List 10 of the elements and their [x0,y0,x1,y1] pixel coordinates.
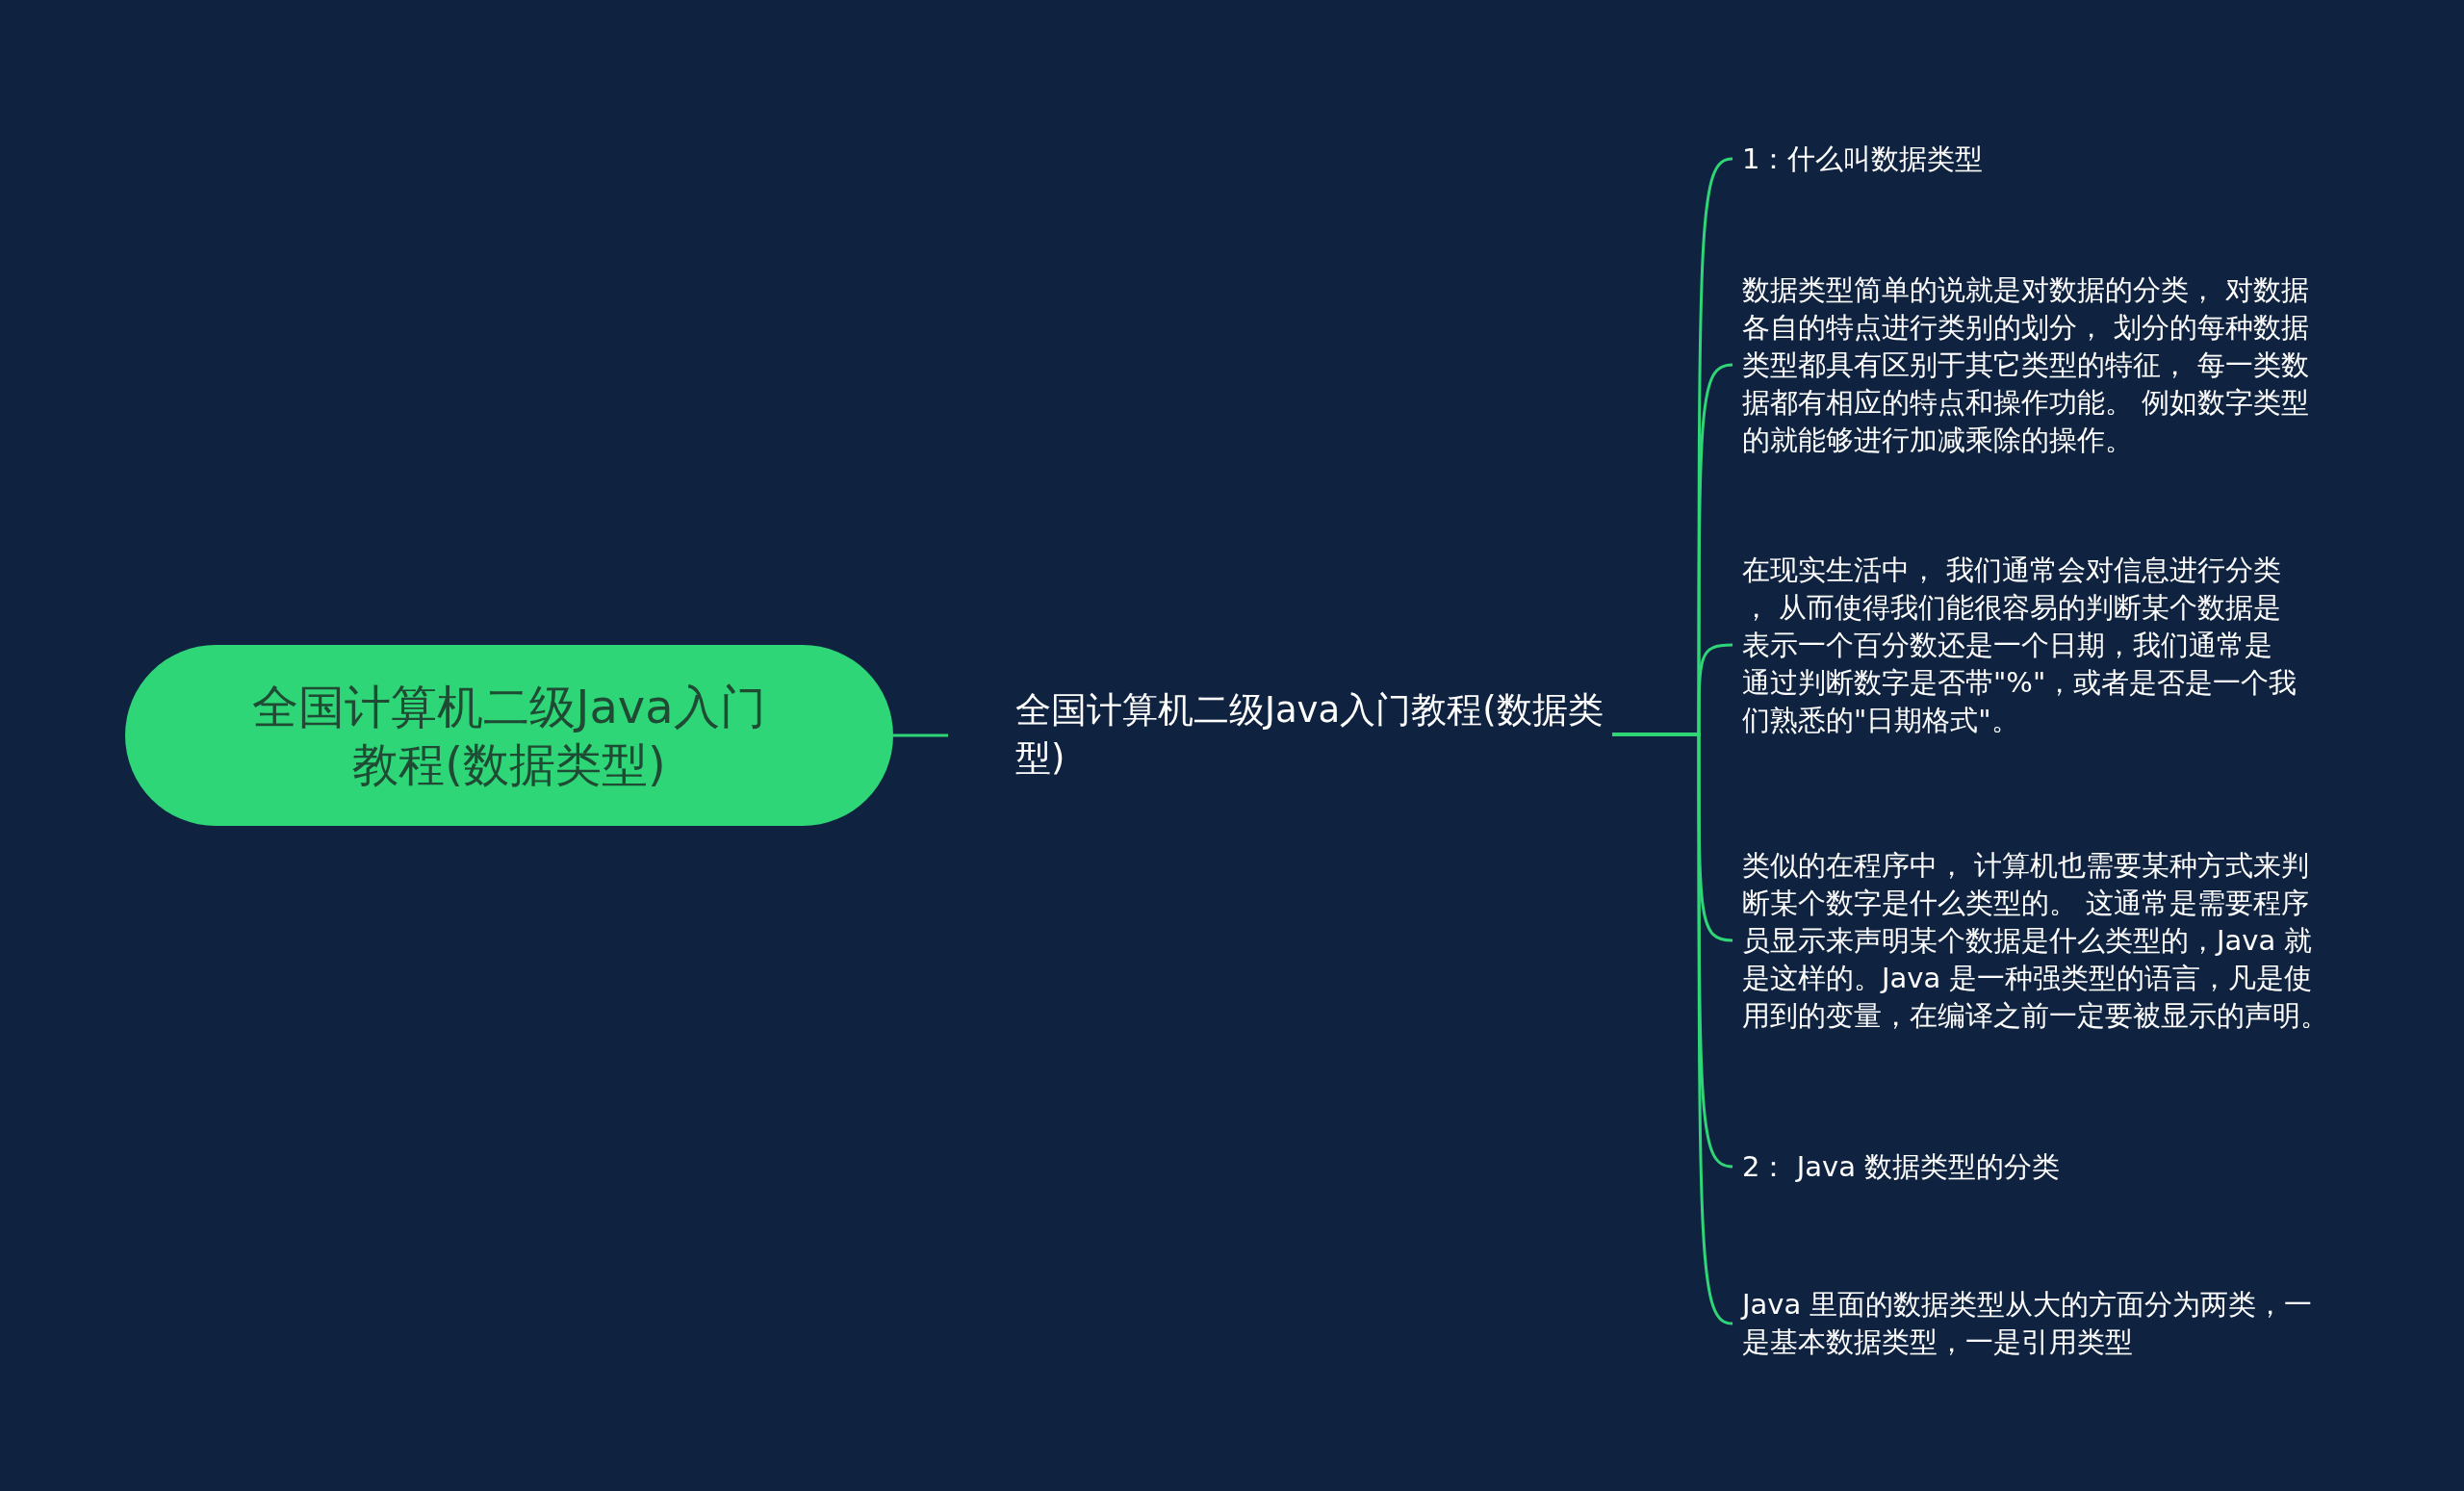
paragraph-text: Java 里面的数据类型从大的方面分为两类，一是基本数据类型，一是引用类型 [1732,1286,2329,1361]
topic-text: 全国计算机二级Java入门教程(数据类型) [948,677,1612,792]
paragraph-text: 类似的在程序中， 计算机也需要某种方式来判断某个数字是什么类型的。 这通常是需要程序员显示来声明某个数据是什么类型的，Java 就是这样的。Java 是一种强类型的语言，凡是使用到的变量，在编译之前一定要被显示的声明。 [1732,846,2334,1035]
paragraph-text: 数据类型简单的说就是对数据的分类， 对数据各自的特点进行类别的划分， 划分的每种数据类型都具有区别于其它类型的特征， 每一类数据都有相应的特点和操作功能。 例如数字类型的就能够进行加减乘除的操作。 [1732,270,2315,459]
subtopic-text: 2： Java 数据类型的分类 [1732,1147,2368,1186]
subtopic-text: 1：什么叫数据类型 [1732,140,2368,178]
paragraph-text: 在现实生活中， 我们通常会对信息进行分类， 从而使得我们能很容易的判断某个数据是表示一个百分数还是一个日期，我们通常是通过判断数字是否带"%"，或者是否是一个我们熟悉的"日期格式"。 [1732,551,2298,739]
root-topic-box: 全国计算机二级Java入门教程(数据类型) [125,645,893,826]
connector-line [893,733,948,737]
connector-line [1612,733,1733,1325]
